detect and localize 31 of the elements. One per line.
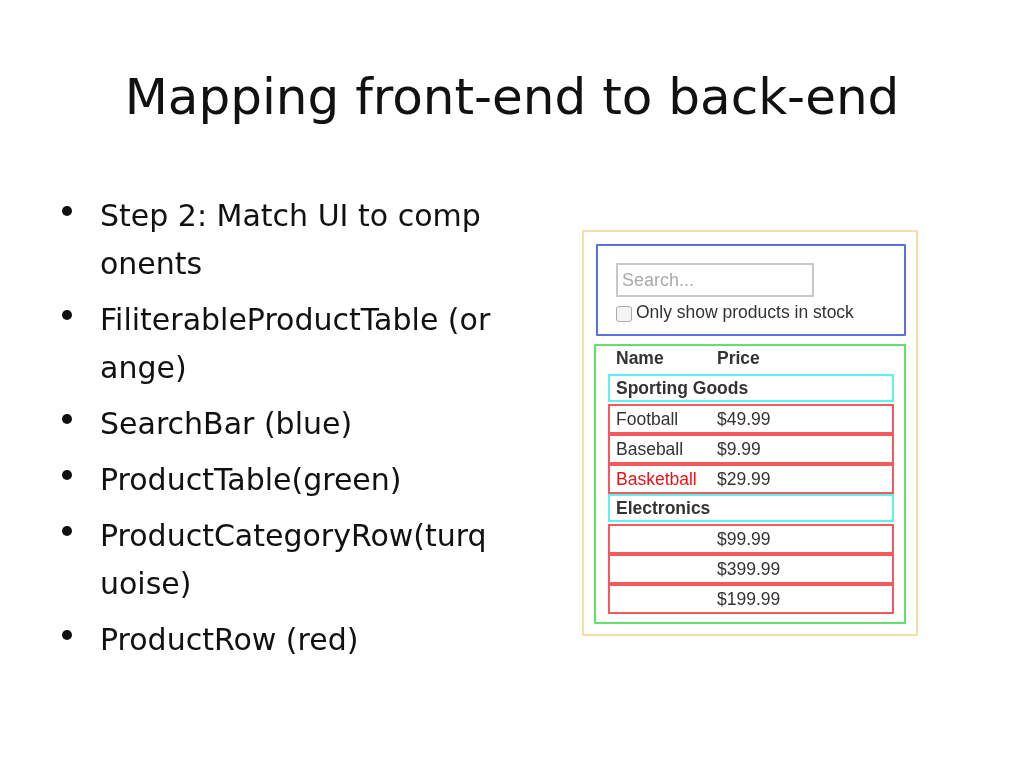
bullet-text: Step 2: Match UI to components bbox=[100, 197, 482, 283]
product-price: $9.99 bbox=[717, 438, 761, 460]
column-header: Name bbox=[616, 348, 664, 369]
product-price: $199.99 bbox=[717, 588, 781, 610]
bullet-text: FiliterableProductTable (orange) bbox=[100, 301, 492, 387]
bullet-text: ProductCategoryRow(turquoise) bbox=[100, 517, 488, 603]
category-row: Electronics bbox=[608, 494, 894, 522]
checkbox-label: Only show products in stock bbox=[636, 302, 854, 323]
category-row: Sporting Goods bbox=[608, 374, 894, 402]
bullet-text: ProductRow (red) bbox=[100, 621, 360, 659]
bullet-text: SearchBar (blue) bbox=[100, 405, 354, 443]
search-field: Search... bbox=[616, 263, 814, 297]
product-name: Baseball bbox=[616, 438, 685, 460]
product-price: $99.99 bbox=[717, 528, 771, 550]
bullet-text: ProductTable(green) bbox=[100, 461, 403, 499]
app-frame bbox=[582, 230, 918, 636]
product-price: $399.99 bbox=[717, 558, 781, 580]
product-row bbox=[608, 524, 894, 554]
product-price: $29.99 bbox=[717, 468, 771, 490]
product-table-panel bbox=[594, 344, 906, 624]
product-row bbox=[608, 434, 894, 464]
product-row bbox=[608, 584, 894, 614]
product-name: Basketball bbox=[616, 468, 698, 490]
slide-title: Mapping front-end to back-end bbox=[123, 68, 901, 126]
product-row bbox=[608, 404, 894, 434]
product-price: $49.99 bbox=[717, 408, 771, 430]
column-header: Price bbox=[717, 348, 760, 369]
search-bar-panel bbox=[596, 244, 906, 336]
product-row bbox=[608, 464, 894, 494]
product-row bbox=[608, 554, 894, 584]
product-name: Football bbox=[616, 408, 680, 430]
